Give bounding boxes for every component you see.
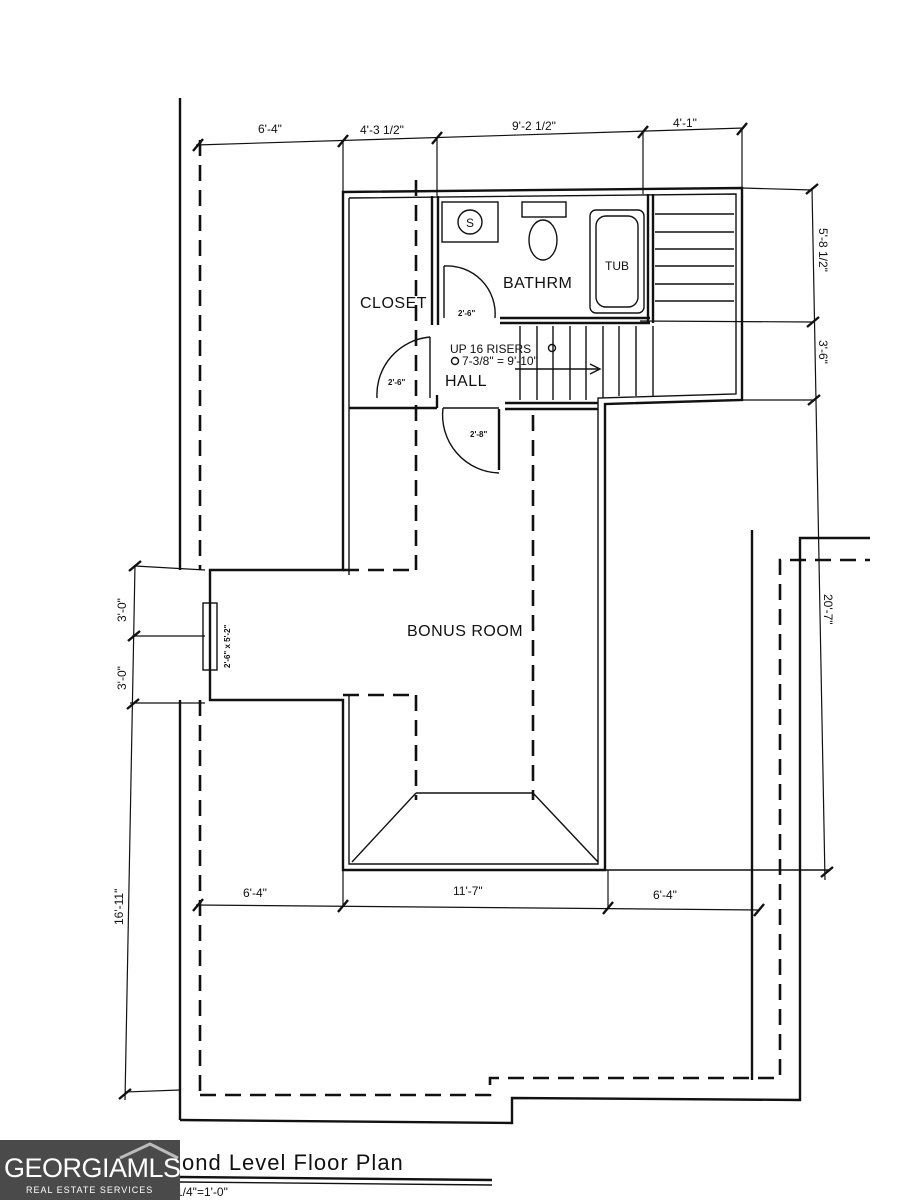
logo-tagline: REAL ESTATE SERVICES — [26, 1185, 154, 1195]
roof-icon — [119, 1142, 179, 1160]
door-swings — [376, 265, 500, 474]
toilet-tank-icon — [521, 201, 567, 218]
closet-label: CLOSET — [360, 295, 427, 312]
dim-right-2: 3'-6" — [816, 340, 830, 364]
upper-wing — [208, 180, 744, 872]
dim-top-1: 6'-4" — [258, 122, 282, 136]
sink-icon — [457, 209, 483, 235]
title-underline — [179, 1175, 493, 1182]
dim-right-1: 5'-8 1/2" — [816, 228, 830, 272]
bath-door-label: 2'-6" — [458, 309, 475, 318]
dim-left-3: 16'-11" — [112, 889, 126, 925]
hall-door-label: 2'-8" — [470, 430, 487, 439]
scale-label: 1/4"=1'-0" — [176, 1185, 228, 1199]
plan-title: ond Level Floor Plan — [182, 1150, 404, 1175]
roof-outline-dashed — [200, 558, 870, 1097]
georgiamls-logo: GEORGIAMLS REAL ESTATE SERVICES — [0, 1140, 181, 1200]
dimension-lines — [118, 122, 834, 1101]
lower-outer-wall — [179, 536, 870, 1125]
dim-bottom-1: 6'-4" — [243, 886, 267, 900]
dim-left-1: 3'-0" — [115, 598, 129, 622]
dim-top-2: 4'-3 1/2" — [360, 123, 404, 137]
marker-dot-icon — [450, 356, 460, 366]
tub-icon — [589, 209, 645, 314]
dim-right-3: 20'-7" — [821, 594, 835, 625]
stairs — [515, 213, 734, 400]
sink-label: S — [466, 216, 474, 230]
dim-top-4: 4'-1" — [673, 116, 697, 130]
window-size-label: 2'-6" x 5'-2" — [223, 624, 232, 668]
toilet-bowl-icon — [528, 219, 558, 261]
marker-dot-icon — [547, 343, 557, 353]
tub-label: TUB — [605, 259, 629, 273]
stairs-risers-label: UP 16 RISERS — [450, 342, 531, 356]
dim-left-2: 3'-0" — [115, 666, 129, 690]
logo-name: GEORGIAMLS — [4, 1153, 181, 1183]
bonus-room-label: BONUS ROOM — [407, 623, 523, 640]
hall-label: HALL — [445, 373, 487, 390]
stairs-formula-label: 7-3/8" = 9'-10" — [462, 354, 538, 368]
dim-top-3: 9'-2 1/2" — [512, 119, 556, 133]
dim-bottom-2: 11'-7" — [453, 884, 483, 898]
window — [202, 602, 218, 671]
closet-door-label: 2'-6" — [388, 378, 405, 387]
bath-fixtures — [441, 201, 645, 314]
bathroom-label: BATHRM — [503, 275, 572, 292]
dim-bottom-3: 6'-4" — [653, 888, 677, 902]
